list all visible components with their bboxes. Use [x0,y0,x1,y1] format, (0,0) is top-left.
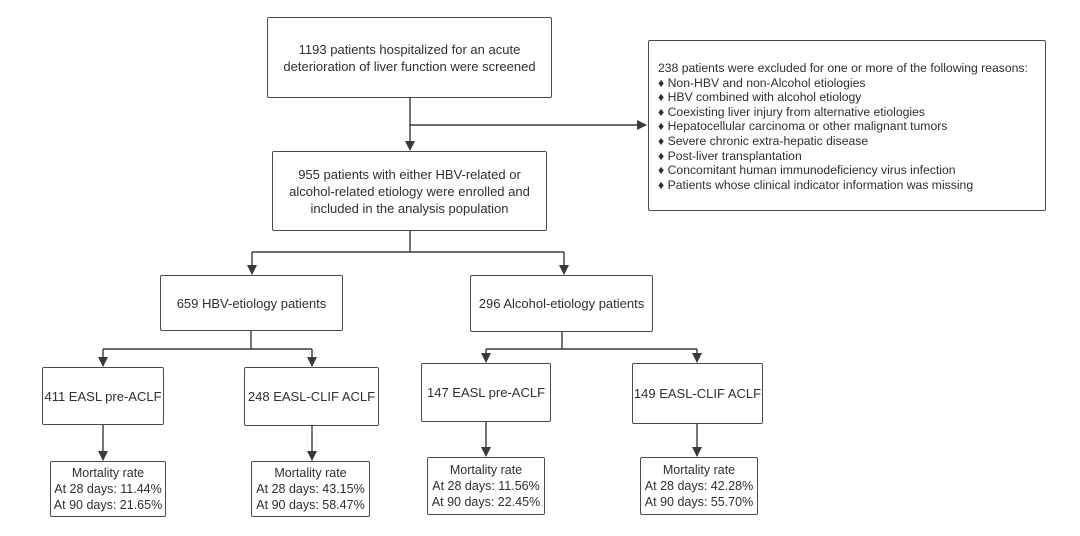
exclusion-intro: 238 patients were excluded for one or mo… [658,61,1028,75]
exclusion-reason: ♦ Post-liver transplantation [658,148,802,163]
exclusion-reason: ♦ HBV combined with alcohol etiology [658,90,862,105]
alcohol-pre-aclf-label: 147 EASL pre-ACLF [426,385,546,400]
mortality-28-days: At 28 days: 11.56% [432,479,540,493]
bullet-diamond-icon: ♦ [658,104,665,119]
bullet-diamond-icon: ♦ [658,133,665,148]
mortality-90-days: At 90 days: 55.70% [644,495,754,509]
hbv-aclf-box: 248 EASL-CLIF ACLF [244,367,379,426]
alcohol-aclf-mortality-box: Mortality rate At 28 days: 42.28% At 90 … [640,457,758,515]
hbv-pre-aclf-label: 411 EASL pre-ACLF [44,388,162,404]
hbv-pre-aclf-mortality-box: Mortality rate At 28 days: 11.44% At 90 … [50,461,166,517]
mortality-90-days: At 90 days: 22.45% [431,495,541,509]
bullet-diamond-icon: ♦ [658,90,665,105]
alcohol-pre-aclf-mortality-box: Mortality rate At 28 days: 11.56% At 90 … [427,457,545,515]
mortality-28-days: At 28 days: 43.15% [256,482,365,496]
mortality-title: Mortality rate [274,466,347,480]
enrolled-line: alcohol-related etiology were enrolled a… [289,183,530,199]
hbv-aclf-mortality-box: Mortality rate At 28 days: 43.15% At 90 … [251,461,370,517]
alcohol-etiology-box: 296 Alcohol-etiology patients [470,275,653,332]
enrolled-box: 955 patients with either HBV-related or … [272,151,547,231]
alcohol-aclf-label: 149 EASL-CLIF ACLF [633,386,762,401]
bullet-diamond-icon: ♦ [658,148,665,163]
alcohol-etiology-label: 296 Alcohol-etiology patients [478,296,645,311]
mortality-28-days: At 28 days: 42.28% [644,479,754,493]
mortality-28-days: At 28 days: 11.44% [54,482,162,496]
mortality-title: Mortality rate [662,463,736,477]
bullet-diamond-icon: ♦ [658,177,665,192]
enrolled-line: 955 patients with either HBV-related or [298,166,521,182]
screening-box: 1193 patients hospitalized for an acute … [267,17,552,98]
screening-line: deterioration of liver function were scr… [283,58,536,74]
mortality-title: Mortality rate [71,466,145,480]
alcohol-aclf-box: 149 EASL-CLIF ACLF [632,363,763,424]
bullet-diamond-icon: ♦ [658,75,665,90]
exclusion-reason: ♦ Hepatocellular carcinoma or other mali… [658,119,948,134]
exclusion-box: 238 patients were excluded for one or mo… [648,40,1046,211]
exclusion-reason: ♦ Non-HBV and non-Alcohol etiologies [658,75,866,90]
bullet-diamond-icon: ♦ [658,163,665,178]
exclusion-reason: ♦ Patients whose clinical indicator info… [658,177,974,192]
bullet-diamond-icon: ♦ [658,119,665,134]
exclusion-reason: ♦ Coexisting liver injury from alternati… [658,104,926,119]
enrolled-line: included in the analysis population [310,200,509,216]
mortality-title: Mortality rate [449,463,523,477]
hbv-etiology-label: 659 HBV-etiology patients [176,295,327,311]
exclusion-reason-list: ♦ Non-HBV and non-Alcohol etiologies ♦ H… [658,76,1045,193]
exclusion-reason: ♦ Severe chronic extra-hepatic disease [658,133,869,148]
alcohol-pre-aclf-box: 147 EASL pre-ACLF [421,363,551,422]
mortality-90-days: At 90 days: 21.65% [53,498,163,512]
mortality-90-days: At 90 days: 58.47% [256,498,365,512]
hbv-pre-aclf-box: 411 EASL pre-ACLF [42,367,164,425]
hbv-aclf-label: 248 EASL-CLIF ACLF [247,389,376,404]
hbv-etiology-box: 659 HBV-etiology patients [160,275,343,331]
exclusion-reason: ♦ Concomitant human immunodeficiency vir… [658,163,956,178]
screening-line: 1193 patients hospitalized for an acute [298,41,521,57]
